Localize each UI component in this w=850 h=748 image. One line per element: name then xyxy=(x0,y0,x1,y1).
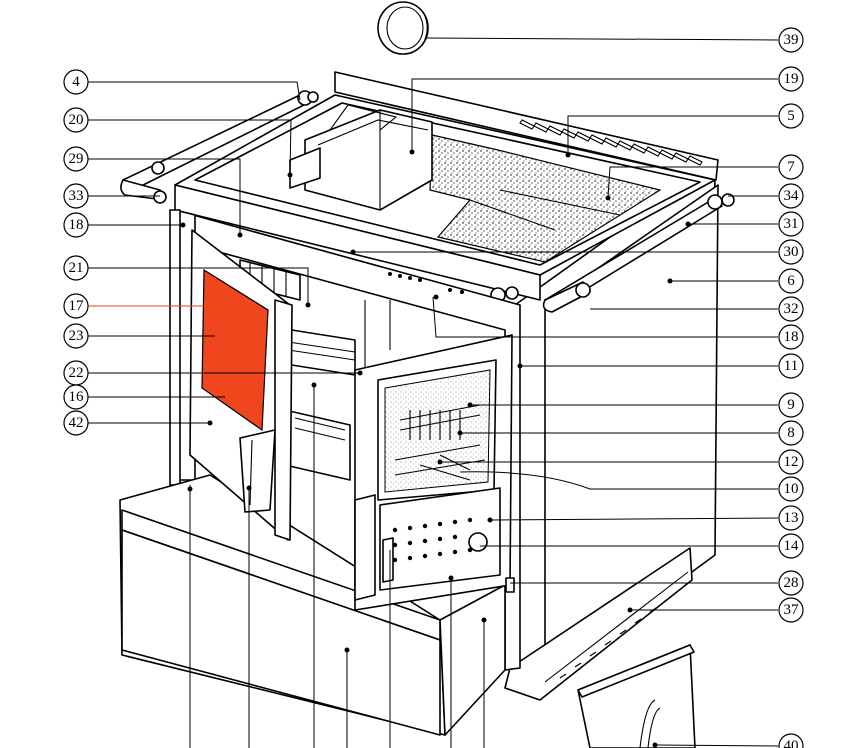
callout-label: 19 xyxy=(784,71,799,87)
callout-42: 42 xyxy=(63,410,89,436)
callout-40: 40 xyxy=(778,733,804,748)
callout-14: 14 xyxy=(778,533,804,559)
callout-label: 40 xyxy=(784,738,799,748)
callout-label: 23 xyxy=(69,328,84,344)
callout-label: 42 xyxy=(69,415,84,431)
callout-label: 16 xyxy=(69,389,85,405)
callout-29: 29 xyxy=(63,146,89,172)
leader-lines xyxy=(88,37,779,748)
right-door xyxy=(354,334,513,611)
base-plinth-right xyxy=(504,547,693,701)
callout-6: 6 xyxy=(778,268,804,294)
callout-33: 33 xyxy=(63,183,89,209)
hotplate-surface xyxy=(429,134,662,263)
callout-11: 11 xyxy=(778,353,804,379)
callout-10: 10 xyxy=(778,476,804,502)
callout-label: 34 xyxy=(784,188,800,204)
callout-9: 9 xyxy=(778,392,804,418)
callout-label: 14 xyxy=(784,538,800,554)
oven-box xyxy=(304,104,433,211)
highlighted-door-insert xyxy=(201,268,269,432)
callout-8: 8 xyxy=(778,420,804,446)
callout-label: 20 xyxy=(69,112,84,128)
callout-label: 6 xyxy=(787,273,795,289)
bottom-bracket-part xyxy=(577,644,696,748)
callout-label: 30 xyxy=(784,244,799,260)
callout-5: 5 xyxy=(778,103,804,129)
inner-bracket xyxy=(289,147,321,189)
callout-label: 11 xyxy=(784,358,798,374)
callout-37: 37 xyxy=(778,597,804,623)
callout-label: 37 xyxy=(784,602,800,618)
callout-12: 12 xyxy=(778,449,804,475)
callout-22: 22 xyxy=(63,360,89,386)
back-panel-vents xyxy=(334,71,719,181)
callout-18-mid: 18 xyxy=(778,324,804,350)
callout-19: 19 xyxy=(778,66,804,92)
callout-23: 23 xyxy=(63,323,89,349)
callout-17: 17 xyxy=(63,293,89,319)
callout-4: 4 xyxy=(63,69,89,95)
callout-label: 8 xyxy=(787,425,795,441)
callout-label: 39 xyxy=(784,32,799,48)
callout-39: 39 xyxy=(778,27,804,53)
firebox-grate xyxy=(394,404,486,481)
callout-label: 31 xyxy=(784,216,799,232)
callout-label: 4 xyxy=(72,74,80,90)
callout-label: 13 xyxy=(784,510,799,526)
callout-label: 18 xyxy=(784,329,799,345)
side-switch xyxy=(505,577,515,593)
callout-label: 33 xyxy=(69,188,84,204)
callout-21: 21 xyxy=(63,255,89,281)
callout-18-top: 18 xyxy=(63,212,89,238)
rail-right xyxy=(490,193,735,313)
callout-34: 34 xyxy=(778,183,804,209)
callout-label: 32 xyxy=(784,301,799,317)
callout-16: 16 xyxy=(63,384,89,410)
callout-label: 18 xyxy=(69,217,84,233)
ash-drawer-inner xyxy=(284,409,351,481)
callout-30: 30 xyxy=(778,239,804,265)
callout-label: 28 xyxy=(784,575,799,591)
callout-label: 22 xyxy=(69,365,84,381)
callout-7: 7 xyxy=(778,154,804,180)
round-lid-part xyxy=(377,1,429,55)
callout-label: 29 xyxy=(69,151,84,167)
callout-label: 17 xyxy=(69,298,85,314)
callout-31: 31 xyxy=(778,211,804,237)
callout-label: 5 xyxy=(787,108,795,124)
callout-label: 21 xyxy=(69,260,84,276)
leader-dots xyxy=(180,149,691,748)
callout-label: 10 xyxy=(784,481,799,497)
callout-28: 28 xyxy=(778,570,804,596)
callout-13: 13 xyxy=(778,505,804,531)
rail-left xyxy=(120,90,319,204)
callout-20: 20 xyxy=(63,107,89,133)
callout-32: 32 xyxy=(778,296,804,322)
callout-label: 9 xyxy=(787,397,795,413)
callout-label: 7 xyxy=(787,159,795,175)
callout-label: 12 xyxy=(784,454,799,470)
